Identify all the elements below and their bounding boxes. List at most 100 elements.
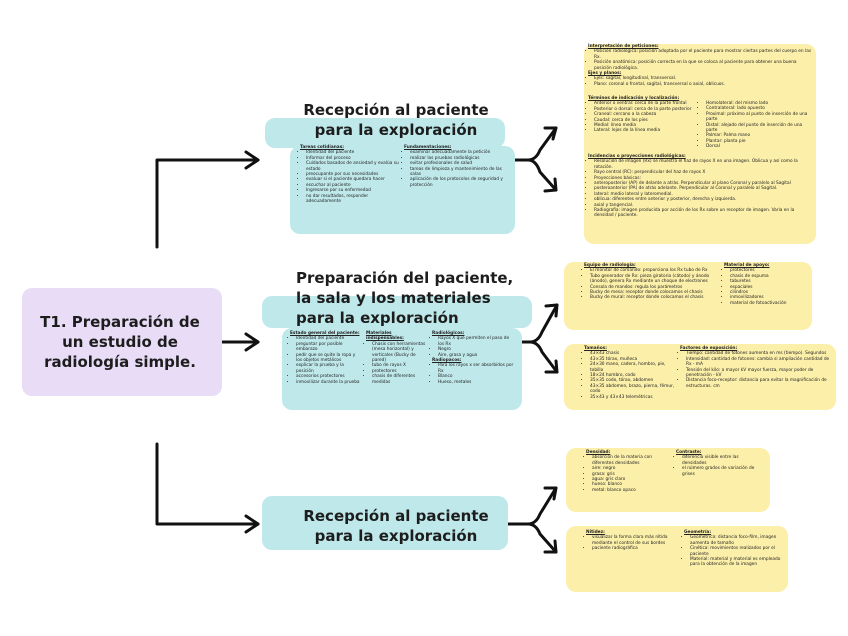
section1-fund: Fundamentaciones: examinar adecuadamente… [404,145,504,188]
list-item: no dar resultados, responder adecuadamen… [306,194,400,205]
list-item: Cinética: movimientos realizados por el … [690,546,784,557]
section2-rad: Radiológicos: Rayos X que permiten el pa… [432,331,514,385]
list-item: Dorsal [706,144,808,149]
list-item: paciente radiográfica [592,546,680,551]
list-item: Informar del proceso [306,156,400,161]
list-item: Ingresarse por su enfermedad [306,188,400,193]
right3-geometria: Geometría: Geométrica: distancia foco-fi… [684,530,784,568]
fork-section1-arrow-down [543,177,558,193]
list-item: 35×43 y 43×43 telemétricas [590,395,676,400]
section2-body-highlight [282,328,522,410]
list-item: evaluar si el paciente quedara hacer [306,177,400,182]
list-item: Rayo central (RC): perpendicular del haz… [594,170,814,175]
list-item: Material: material y material es emplead… [690,557,784,568]
section3-title-highlight [262,496,508,550]
list-item: Cuidados basados de ansiedad y evalúa su… [306,161,400,172]
list-item: Bucky de mesa: receptor donde colocamos … [590,290,718,295]
section1-tareas: Tareas cotidianas: Identidad del pacient… [300,145,400,204]
section1-fund-heading: Fundamentaciones: [404,145,452,150]
section2-mat: Materiales indispensables: Chasis con he… [366,331,430,385]
list-item: anteroposterior (AP) de delante a atrás.… [594,181,814,186]
list-item: posteroanterior (PA) de atrás adelante. … [594,186,814,191]
list-item: El monitor de comando: proporciona los R… [590,268,718,273]
list-item: 35×35 codo, tórax, abdomen [590,378,676,383]
main-title: T1. Preparación de un estudio de radiolo… [40,313,200,371]
list-item: Medial: línea media [594,123,696,128]
arrowhead-section1 [244,150,260,170]
list-item: 43×43 chasis [590,351,676,356]
list-item: Tiempo: cantidad de fotones aumenta en m… [686,351,830,356]
right1-term-b: Homolateral: del mismo ladoContralateral… [700,101,808,150]
list-item: explicar la prueba y la posición [296,363,362,374]
list-item: absorción de la materia con diferentes d… [592,455,670,466]
right1-term-b-list: Homolateral: del mismo ladoContralateral… [700,101,808,150]
list-item: preguntar por posible embarazo [296,342,362,353]
connector-to-section3 [155,442,260,526]
list-item: inmovilizar durante la prueba [296,380,362,385]
list-item: inmovilizadores [730,295,808,300]
right1-ejes-heading: Ejes y planos: [588,71,622,77]
section2-rad-heading: Radiológicos: [432,331,465,336]
right3-densidad-list: absorción de la materia con diferentes d… [586,455,670,493]
main-title-highlight [22,288,222,396]
fork-section1-arrow-up [543,126,558,141]
right3-geometria-heading: Geometría: [684,530,712,535]
list-item: Intensidad: cantidad de fotones: cambia … [686,357,830,368]
right1-incid: Incidencias o proyecciones radiológicas:… [588,154,814,219]
section1-tareas-list: Identidad del pacienteInformar del proce… [300,150,400,204]
list-item: aplicación de los protocolos de segurida… [410,177,504,188]
right2-factores: Factores de exposición: Tiempo: cantidad… [680,346,830,389]
right2-mat-list: protectoreschasis de espumataburetesespa… [724,268,808,306]
list-item: Ejes: sagital, longitudinal, transversal… [594,76,812,81]
list-item: Para los rayos x ser absorbidos por Rx [438,363,514,374]
right2-tamanos: Tamaños: 43×43 chasis43×35 tórax, muñeca… [584,346,676,400]
list-item: tubo de rayos X [372,363,430,368]
list-item: 24×30 mano, cadera, hombro, pie, tobillo [590,362,676,373]
list-item: taburetes [730,279,808,284]
list-item: grasa: gris [592,472,670,477]
right3-geometria-list: Geométrica: distancia foco-film, imagen … [684,535,784,567]
right3b-highlight [566,526,788,592]
list-item: 18×24 hombro, codo [590,373,676,378]
list-item: Anterior o ventral: cerca de la parte fr… [594,101,696,106]
list-item: oblicua: diferentes entre anterior y pos… [594,197,814,202]
list-item: Consola de mandos: regula los parámetros [590,285,718,290]
list-item: examinar adecuadamente la petición [410,150,504,155]
list-item: Palmar: Palma mano [706,133,808,138]
connector-to-section1 [155,158,260,249]
right1-term-a-list: Anterior o ventral: cerca de la parte fr… [588,101,696,133]
list-item: Bucky de mural: receptor donde colocamos… [590,295,718,300]
list-item: Proximal: próximo al punto de inserción … [706,112,808,123]
section2-mat-heading: Materiales indispensables: [366,331,404,342]
list-item: 43×35 tórax, muñeca [590,357,676,362]
section2-estado: Estado general del paciente: Identidad d… [290,331,362,385]
list-item: visualizar la forma clara más nítida med… [592,535,680,546]
list-item: Negro [438,347,514,352]
section3-title: Recepción al paciente para la exploració… [303,507,489,545]
section2-title: Preparación del paciente, la sala y los … [296,269,514,327]
right2-factores-list: Tiempo: cantidad de fotones aumenta en m… [680,351,830,389]
list-item: lateral: medio lateral y lateromedial. [594,192,814,197]
list-item: Posición radiológica: posición adoptada … [594,49,812,60]
list-item: Posterior o dorsal: cerca de la parte po… [594,107,696,112]
section2-estado-list: Identidad del pacientepreguntar por posi… [290,336,362,385]
right3-contraste: Contraste: diferencia visible entre las … [676,450,764,477]
list-item: Geométrica: distancia foco-film, imagen … [690,535,784,546]
list-item: pedir que se quite la ropa y los objetos… [296,353,362,364]
right2-tamanos-heading: Tamaños: [584,346,607,351]
right1-highlight [584,44,816,244]
right3-nitidez-list: visualizar la forma clara más nítida med… [586,535,680,551]
list-item: Plantar: planta pie [706,139,808,144]
section2-rad-list: Rayos X que permiten el paso de los RxNe… [432,336,514,358]
right2-mat-heading: Material de apoyo: [724,263,770,268]
right1-incid-heading: Incidencias o proyecciones radiológicas: [588,154,686,159]
list-item: Identidad del paciente [306,150,400,155]
list-item: protectores [730,268,808,273]
section2-estado-heading: Estado general del paciente: [290,331,360,336]
list-item: Tensión del kilo: a mayor kV mayor fuerz… [686,368,830,379]
right1-interp-heading: Interpretación de peticiones: [588,44,659,49]
list-item: 43×35 abdomen, brazo, pierna, fémur, cod… [590,384,676,395]
arrowhead-section2 [244,332,260,352]
list-item: preocupante por sus necesidades [306,172,400,177]
list-item: agua: gris claro [592,477,670,482]
